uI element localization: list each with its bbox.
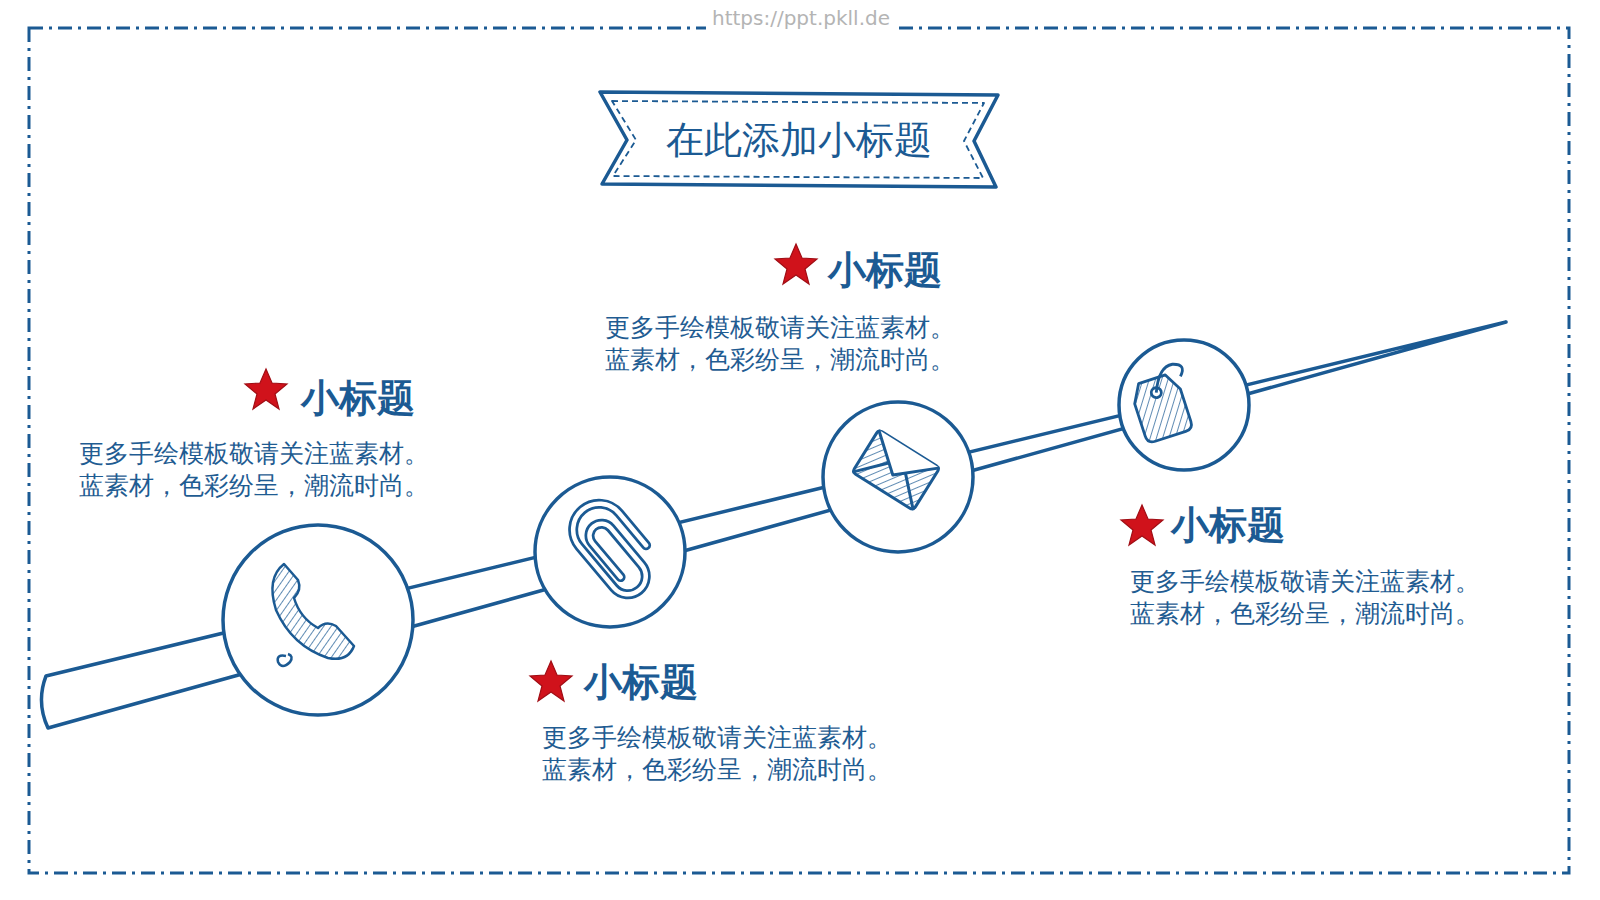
subheading: 小标题	[828, 247, 942, 293]
star-mark	[1121, 505, 1163, 545]
paperclip-icon	[563, 493, 666, 601]
title-ribbon	[600, 92, 998, 187]
subheading: 小标题	[584, 659, 698, 705]
icon-circle	[535, 477, 685, 627]
watermark: https://ppt.pkll.de	[706, 6, 896, 30]
star-mark	[245, 369, 287, 409]
icon-circle	[223, 525, 413, 715]
subheading: 小标题	[301, 375, 415, 421]
envelope-icon	[852, 430, 940, 511]
star-mark	[775, 244, 817, 284]
icon-circle	[1119, 340, 1249, 470]
needle-line	[41, 322, 1506, 728]
body-text: 更多手绘模板敬请关注蓝素材。 蓝素材，色彩纷呈，潮流时尚。	[542, 722, 905, 786]
tag-icon	[1127, 362, 1201, 444]
subheading: 小标题	[1171, 502, 1285, 548]
dashed-frame	[29, 28, 1569, 873]
body-text: 更多手绘模板敬请关注蓝素材。 蓝素材，色彩纷呈，潮流时尚。	[79, 438, 442, 502]
body-text: 更多手绘模板敬请关注蓝素材。 蓝素材，色彩纷呈，潮流时尚。	[605, 312, 968, 376]
phone-icon	[272, 564, 354, 666]
body-text: 更多手绘模板敬请关注蓝素材。 蓝素材，色彩纷呈，潮流时尚。	[1130, 566, 1493, 630]
icon-circle	[823, 402, 973, 552]
title-text: 在此添加小标题	[666, 118, 932, 164]
star-mark	[530, 661, 572, 701]
